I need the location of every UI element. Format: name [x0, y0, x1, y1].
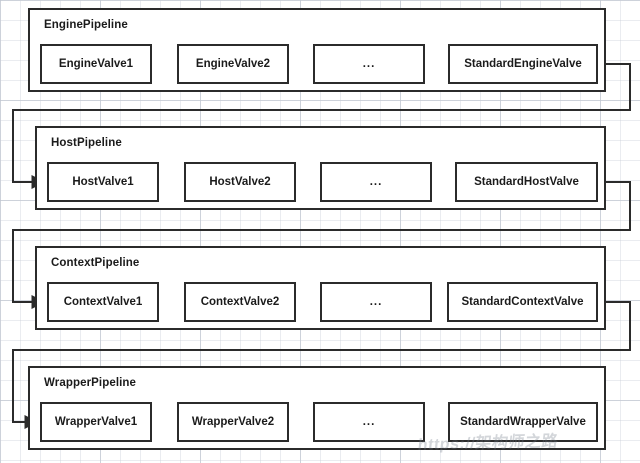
valve-hostvalve2[interactable]: HostValve2	[184, 162, 296, 202]
valve-ellipsis-host[interactable]: ...	[320, 162, 432, 202]
valve-wrappervalve1[interactable]: WrapperValve1	[40, 402, 152, 442]
pipeline-label-wrapper: WrapperPipeline	[44, 377, 137, 389]
valve-contextvalve2[interactable]: ContextValve2	[184, 282, 296, 322]
valve-standardwrappervalve[interactable]: StandardWrapperValve	[448, 402, 598, 442]
valve-hostvalve1[interactable]: HostValve1	[47, 162, 159, 202]
valve-standardenginevalve[interactable]: StandardEngineValve	[448, 44, 598, 84]
pipeline-label-host: HostPipeline	[51, 137, 122, 149]
valve-standardcontextvalve[interactable]: StandardContextValve	[447, 282, 598, 322]
pipeline-label-context: ContextPipeline	[51, 257, 140, 269]
pipeline-label-engine: EnginePipeline	[44, 19, 128, 31]
valve-enginevalve2[interactable]: EngineValve2	[177, 44, 289, 84]
valve-wrappervalve2[interactable]: WrapperValve2	[177, 402, 289, 442]
valve-enginevalve1[interactable]: EngineValve1	[40, 44, 152, 84]
valve-standardhostvalve[interactable]: StandardHostValve	[455, 162, 598, 202]
watermark-text: https://架构师之路	[416, 433, 560, 454]
valve-ellipsis-wrapper[interactable]: ...	[313, 402, 425, 442]
valve-ellipsis-context[interactable]: ...	[320, 282, 432, 322]
valve-ellipsis-engine[interactable]: ...	[313, 44, 425, 84]
valve-contextvalve1[interactable]: ContextValve1	[47, 282, 159, 322]
